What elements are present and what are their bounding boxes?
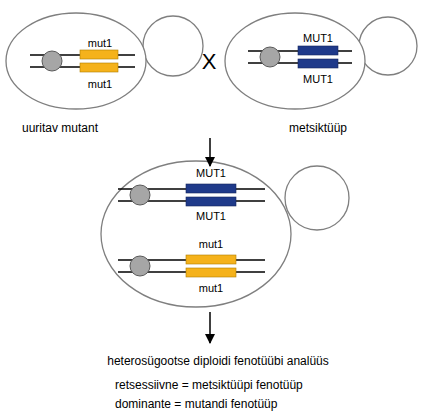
gene-label: mut1	[199, 283, 223, 294]
gene-label: mut1	[88, 79, 112, 90]
gene-label: MUT1	[196, 168, 226, 179]
text-label: heterosügootse diploidi fenotüübi analüü…	[107, 355, 329, 367]
cell-ellipse	[101, 161, 291, 307]
text-label: dominante = mutandi fenotüüp	[115, 398, 277, 410]
gene-label: MUT1	[303, 74, 333, 85]
cell-outline	[100, 160, 292, 308]
cell-outline	[5, 12, 147, 110]
gene-label: MUT1	[196, 211, 226, 222]
text-label: X	[202, 51, 217, 73]
yeast-bud	[359, 17, 417, 75]
gene-label: MUT1	[303, 33, 333, 44]
yeast-cell: MUT1MUT1mut1mut1	[100, 160, 292, 308]
cell-ellipse	[225, 13, 365, 109]
gene-label: mut1	[199, 239, 223, 250]
text-label: metsiktüüp	[289, 122, 347, 134]
analysis-arrow	[209, 312, 211, 343]
yeast-bud	[285, 166, 349, 230]
cell-ellipse	[6, 13, 146, 109]
cell-outline	[224, 12, 366, 110]
yeast-cell: MUT1MUT1	[224, 12, 366, 110]
yeast-cell: mut1 mut1	[5, 12, 147, 110]
yeast-bud	[143, 16, 203, 76]
gene-label: mut1	[88, 38, 112, 49]
text-label: retsessiivne = metsiktüüpi fenotüüp	[115, 379, 303, 391]
text-label: uuritav mutant	[22, 122, 98, 134]
